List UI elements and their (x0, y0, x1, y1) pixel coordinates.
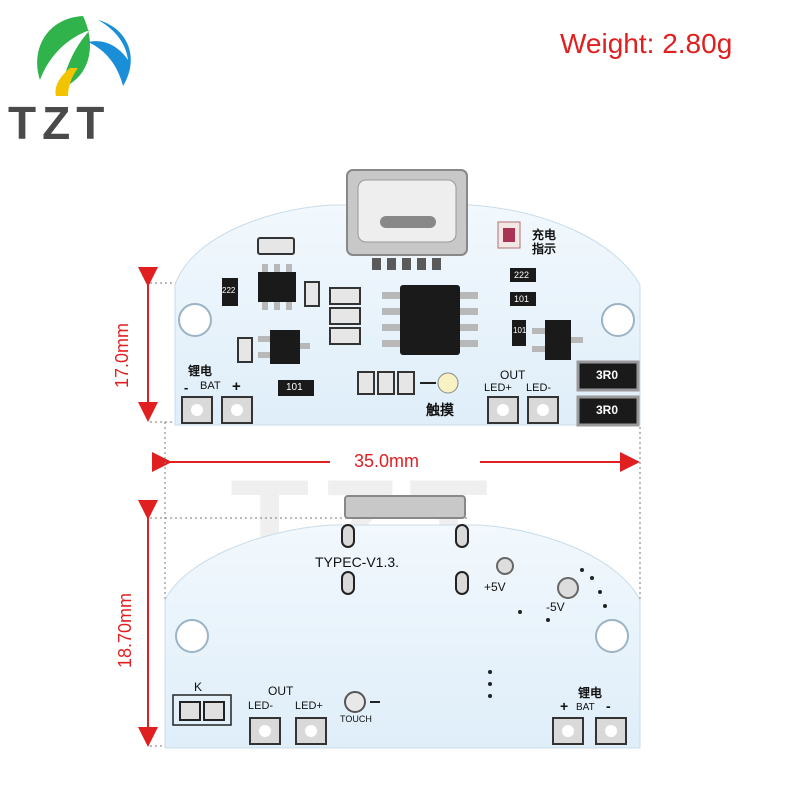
top-bat-label: BAT (200, 380, 221, 392)
top-led-plus: LED+ (484, 382, 512, 394)
resistor-label: 222 (514, 270, 530, 280)
top-touch-cn: 触摸 (426, 402, 454, 418)
bottom-out-label: OUT (268, 684, 294, 698)
resistor-label: 222 (222, 286, 236, 295)
resistor-label: 101 (514, 294, 530, 304)
k-label: K (194, 680, 203, 694)
power-resistor-label: 3R0 (596, 403, 619, 417)
width-label: 35.0mm (354, 451, 420, 471)
bottom-bat-plus: + (560, 698, 569, 714)
logo-text: TZT (8, 97, 111, 149)
resistor-label: 101 (513, 326, 527, 335)
resistor-label: 101 (286, 382, 303, 393)
power-resistor-label: 3R0 (596, 368, 619, 382)
bottom-bat-cn: 锂电 (578, 686, 603, 700)
top-bat-minus: - (184, 380, 189, 395)
bottom-bat-label: BAT (576, 702, 595, 713)
minus5v-label: -5V (546, 600, 565, 614)
top-bat-cn-label: 锂电 (188, 364, 213, 378)
bottom-led-minus: LED- (248, 700, 274, 712)
bottom-bat-minus: - (606, 698, 611, 714)
weight-label: Weight: 2.80g (560, 28, 733, 59)
top-led-minus: LED- (526, 382, 552, 394)
plus5v-label: +5V (484, 580, 506, 594)
top-out-label: OUT (500, 368, 526, 382)
tzt-leaf-logo-icon (37, 16, 131, 96)
bottom-led-plus: LED+ (295, 700, 323, 712)
version-label: TYPEC-V1.3. (315, 554, 400, 570)
charge-indicator-label: 充电 指示 (532, 228, 557, 256)
top-bat-plus: + (232, 378, 241, 395)
touch-label: TOUCH (340, 714, 372, 724)
